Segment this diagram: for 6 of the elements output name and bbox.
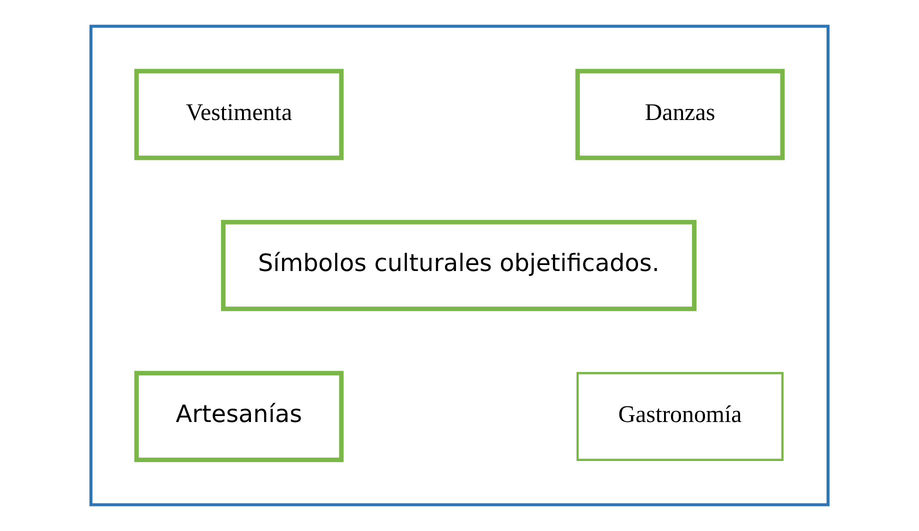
node-box: Gastronomía [576,372,784,461]
node-box: Vestimenta [134,68,344,160]
node-box: Símbolos culturales objetificados. [221,220,696,312]
node-box: Artesanías [134,370,344,462]
node-box: Danzas [575,68,785,160]
cluster [89,24,830,506]
